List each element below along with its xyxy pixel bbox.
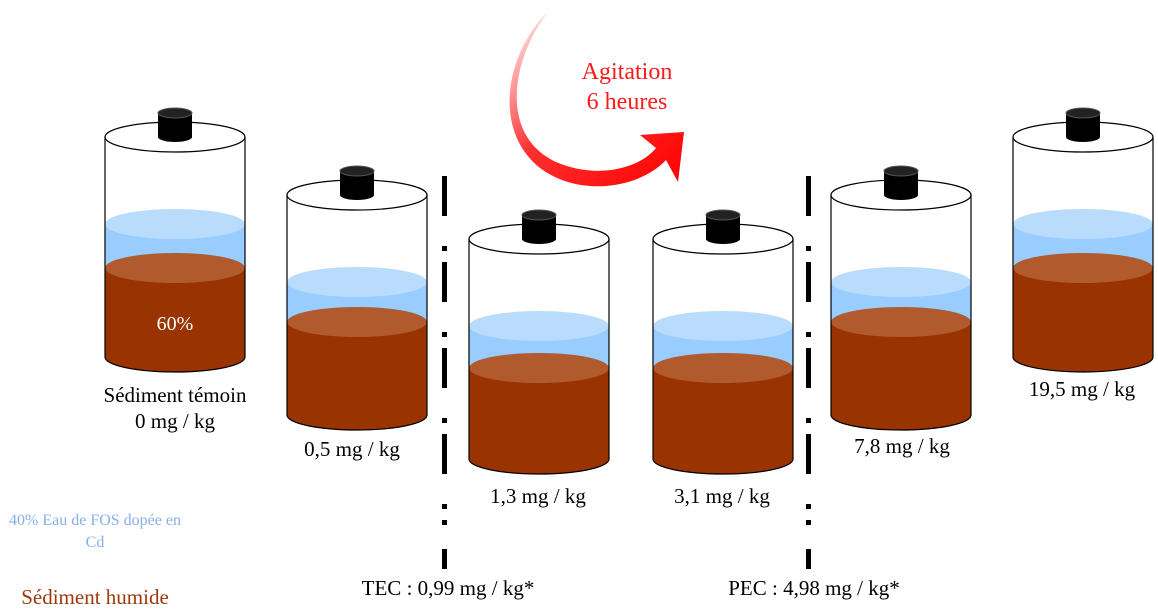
jar-3-1-sediment xyxy=(653,368,793,474)
agitation-line-2: 6 heures xyxy=(586,89,668,115)
caption-0-5: 0,5 mg / kg xyxy=(272,436,432,462)
caption-0-5-text: 0,5 mg / kg xyxy=(304,437,400,461)
jar-19-5-sediment-surface xyxy=(1013,253,1153,283)
jar-19-5-cap-top xyxy=(1065,107,1101,119)
jar-7-8-water-surface xyxy=(831,267,971,297)
jar-control-sediment-surface xyxy=(105,253,245,283)
jar-7-8 xyxy=(830,165,972,431)
jar-19-5-sediment xyxy=(1013,268,1153,372)
legend-sediment: Sédiment humide xyxy=(21,585,169,609)
jar-19-5-outline xyxy=(1012,137,1154,373)
caption-7-8: 7,8 mg / kg xyxy=(822,433,982,459)
caption-7-8-text: 7,8 mg / kg xyxy=(854,434,950,458)
jar-3-1 xyxy=(652,209,794,475)
jar-3-1-outline xyxy=(652,239,794,475)
jar-1-3-sediment-surface xyxy=(469,353,609,383)
caption-19-5-text: 19,5 mg / kg xyxy=(1028,377,1136,401)
jar-19-5 xyxy=(1012,107,1154,373)
jar-7-8-cap-icon xyxy=(884,171,918,200)
jar-control-outline xyxy=(104,137,246,373)
agitation-line-1: Agitation xyxy=(581,59,673,85)
jar-control: 60% xyxy=(104,107,246,373)
caption-control-line-1: Sédiment témoin xyxy=(103,383,247,407)
jar-3-1-water-surface xyxy=(653,311,793,341)
caption-3-1: 3,1 mg / kg xyxy=(642,483,802,509)
jar-7-8-sediment-surface xyxy=(831,307,971,337)
jar-0-5-sediment-surface xyxy=(287,307,427,337)
jar-19-5-water-surface xyxy=(1013,209,1153,239)
caption-control-line-2: 0 mg / kg xyxy=(135,409,215,433)
caption-3-1-text: 3,1 mg / kg xyxy=(674,484,770,508)
jar-1-3 xyxy=(468,209,610,475)
jar-3-1-cap-icon xyxy=(706,215,740,244)
jar-control-cap-icon xyxy=(158,113,192,142)
tec-label: TEC : 0,99 mg / kg* xyxy=(361,576,535,600)
jar-3-1-sediment-surface xyxy=(653,353,793,383)
agitation-label: Agitation 6 heures xyxy=(562,57,692,117)
jar-1-3-cap-top xyxy=(521,209,557,221)
legend-water: 40% Eau de FOS dopée en Cd xyxy=(9,512,181,551)
caption-19-5: 19,5 mg / kg xyxy=(1006,376,1158,402)
jar-control-water-surface xyxy=(105,209,245,239)
jar-7-8-sediment xyxy=(831,322,971,430)
jar-1-3-outline xyxy=(468,239,610,475)
jar-19-5-cap-icon xyxy=(1066,113,1100,142)
jar-control-cap-top xyxy=(157,107,193,119)
jar-1-3-water-surface xyxy=(469,311,609,341)
jar-control-sediment xyxy=(105,268,245,372)
jar-0-5-water-surface xyxy=(287,267,427,297)
jar-1-3-cap-icon xyxy=(522,215,556,244)
jar-0-5-outline xyxy=(286,195,428,431)
jar-0-5 xyxy=(286,165,428,431)
pec-label: PEC : 4,98 mg / kg* xyxy=(728,576,900,600)
caption-1-3: 1,3 mg / kg xyxy=(458,483,618,509)
jar-1-3-sediment xyxy=(469,368,609,474)
jar-0-5-cap-icon xyxy=(340,171,374,200)
caption-1-3-text: 1,3 mg / kg xyxy=(490,484,586,508)
caption-control: Sédiment témoin 0 mg / kg xyxy=(70,382,280,434)
jar-0-5-cap-top xyxy=(339,165,375,177)
jar-0-5-sediment xyxy=(287,322,427,430)
jar-control-percent-label: 60% xyxy=(157,313,194,335)
tec-separator-line xyxy=(442,176,447,569)
jar-7-8-outline xyxy=(830,195,972,431)
jar-7-8-cap-top xyxy=(883,165,919,177)
jar-3-1-cap-top xyxy=(705,209,741,221)
pec-separator-line xyxy=(806,176,811,569)
